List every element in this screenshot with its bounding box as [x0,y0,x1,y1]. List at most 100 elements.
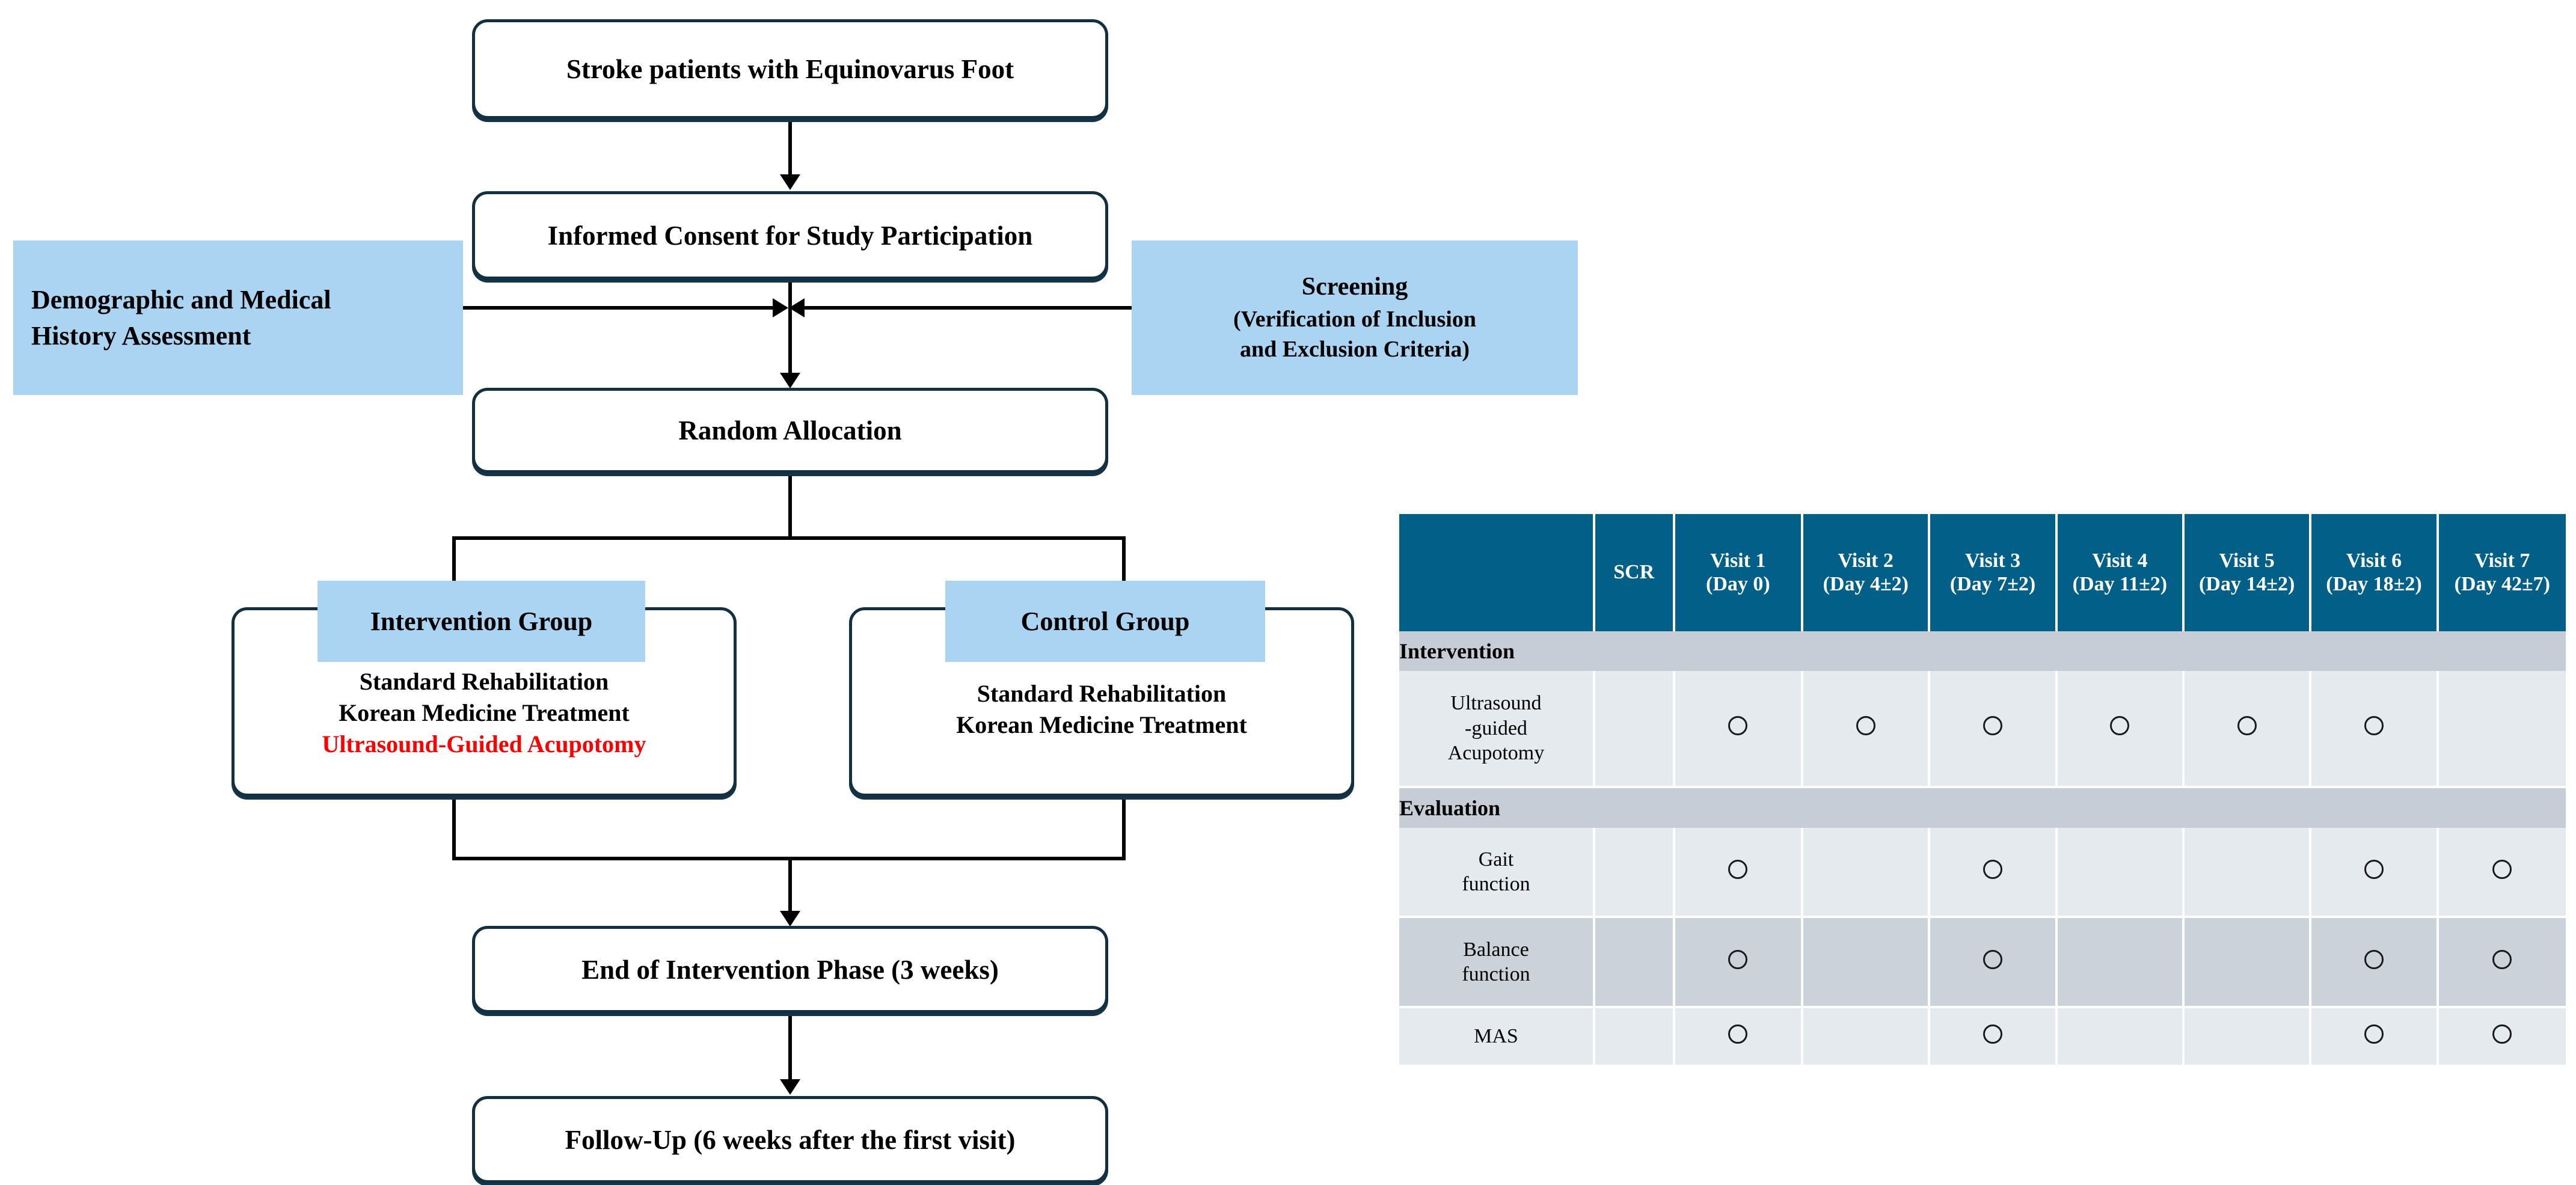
arrow-population-consent [780,174,800,190]
row-label-ultrasound-guided-acupotomy: Ultrasound -guided Acupotomy [1399,671,1595,788]
col-header-visit-4: Visit 4 (Day 11±2) [2057,514,2185,631]
table-row: MAS [1399,1008,2566,1067]
section-header-row-evaluation: Evaluation [1399,788,2566,828]
node-consent-label: Informed Consent for Study Participation [547,220,1033,251]
arrow-end-followup [780,1079,800,1095]
cell-acupotomy-visit-3 [1930,671,2058,788]
node-control-group-items: Standard Rehabilitation Korean Medicine … [849,678,1354,741]
cell-balance-visit-6 [2311,918,2439,1008]
col-header-scr-label: SCR [1613,561,1655,584]
arrow-merge-to-end [780,911,800,926]
cell-gait-scr [1595,828,1675,918]
col-header-visit-5-title: Visit 5 [2219,550,2275,572]
node-randomization: Random Allocation [472,388,1108,473]
col-header-visit-5: Visit 5 (Day 14±2) [2185,514,2312,631]
section-header-row-intervention: Intervention [1399,631,2566,671]
control-item-1: Korean Medicine Treatment [956,711,1247,738]
cell-mas-visit-2 [1803,1008,1931,1067]
mark-icon [2110,716,2130,735]
row-label-mas: MAS [1399,1008,1595,1067]
cell-gait-visit-4 [2057,828,2185,918]
cell-mas-visit-5 [2185,1008,2312,1067]
cell-gait-visit-1 [1675,828,1804,918]
node-randomization-label: Random Allocation [678,415,902,446]
mark-icon [2492,949,2512,969]
schedule-table-header: SCR Visit 1 (Day 0) Visit 2 (Day 4±2) Vi… [1399,514,2566,631]
connector-population-consent [788,119,792,179]
mark-icon [1983,859,2003,879]
connector-split-left [452,536,456,608]
node-screening-line1: (Verification of Inclusion [1233,306,1476,332]
mark-icon [2364,859,2384,879]
arrow-consent-randomization [780,373,800,388]
node-end-of-intervention: End of Intervention Phase (3 weeks) [472,926,1108,1013]
cell-balance-visit-4 [2057,918,2185,1008]
cell-gait-visit-6 [2311,828,2439,918]
node-population-label: Stroke patients with Equinovarus Foot [566,54,1014,84]
mark-icon [2492,1024,2512,1044]
section-title-intervention: Intervention [1399,631,2566,671]
col-header-visit-7: Visit 7 (Day 42±7) [2438,514,2566,631]
control-item-0: Standard Rehabilitation [977,680,1227,707]
col-header-visit-5-day: (Day 14±2) [2198,572,2295,595]
col-header-visit-6-title: Visit 6 [2346,550,2402,572]
schedule-table-body: Intervention Ultrasound -guided Acupotom… [1399,631,2566,1067]
mark-icon [1983,1024,2003,1044]
cell-mas-visit-3 [1930,1008,2058,1067]
col-header-visit-2-day: (Day 4±2) [1823,572,1909,595]
cell-acupotomy-visit-4 [2057,671,2185,788]
cell-gait-visit-3 [1930,828,2058,918]
cell-balance-visit-5 [2185,918,2312,1008]
cell-gait-visit-7 [2438,828,2566,918]
node-consent: Informed Consent for Study Participation [472,191,1108,280]
col-header-visit-7-title: Visit 7 [2474,550,2530,572]
study-schedule-table: SCR Visit 1 (Day 0) Visit 2 (Day 4±2) Vi… [1399,514,2566,1067]
table-row: Gait function [1399,828,2566,918]
col-header-visit-2: Visit 2 (Day 4±2) [1803,514,1931,631]
table-row: Ultrasound -guided Acupotomy [1399,671,2566,788]
cell-balance-visit-7 [2438,918,2566,1008]
node-screening-line2: and Exclusion Criteria) [1239,337,1470,363]
node-demographics-line2: History Assessment [31,320,251,351]
arrow-screening-center [789,298,805,317]
node-intervention-group-label-chip: Intervention Group [317,581,645,662]
mark-icon [1983,949,2003,969]
connector-merge-to-end [788,857,792,919]
row-label-gait-function: Gait function [1399,828,1595,918]
schedule-header-row: SCR Visit 1 (Day 0) Visit 2 (Day 4±2) Vi… [1399,514,2566,631]
arrow-demographics-center [773,298,788,317]
connector-consent-randomization [788,280,792,381]
cell-mas-scr [1595,1008,1675,1067]
mark-icon [1983,716,2003,735]
row-label-line-0: Gait [1478,848,1514,871]
col-header-visit-3-title: Visit 3 [1964,550,2021,572]
cell-balance-visit-1 [1675,918,1804,1008]
node-end-of-intervention-label: End of Intervention Phase (3 weeks) [581,954,999,985]
row-label-line-1: function [1462,873,1530,895]
col-header-visit-1: Visit 1 (Day 0) [1675,514,1804,631]
connector-end-followup [788,1013,792,1085]
row-label-line-0: Ultrasound [1450,692,1542,715]
cell-mas-visit-1 [1675,1008,1804,1067]
cell-balance-visit-2 [1803,918,1931,1008]
col-header-blank [1399,514,1595,631]
cell-acupotomy-visit-6 [2311,671,2439,788]
cell-balance-visit-3 [1930,918,2058,1008]
mark-icon [1728,1024,1748,1044]
connector-split-right [1122,536,1126,608]
intervention-item-0: Standard Rehabilitation [359,668,609,695]
row-label-line-0: MAS [1474,1025,1518,1048]
row-label-line-1: -guided [1465,717,1527,739]
node-intervention-group-items: Standard Rehabilitation Korean Medicine … [232,666,737,760]
col-header-visit-3-day: (Day 7±2) [1949,572,2036,595]
col-header-visit-2-title: Visit 2 [1838,550,1894,572]
mark-icon [2364,716,2384,735]
node-follow-up-label: Follow-Up (6 weeks after the first visit… [565,1124,1016,1155]
study-flowchart: Stroke patients with Equinovarus Foot In… [13,19,1578,1183]
mark-icon [1728,949,1748,969]
col-header-visit-1-title: Visit 1 [1710,550,1766,572]
node-intervention-group-label: Intervention Group [370,607,593,636]
table-row: Balance function [1399,918,2566,1008]
mark-icon [2364,1024,2384,1044]
section-title-evaluation: Evaluation [1399,788,2566,828]
